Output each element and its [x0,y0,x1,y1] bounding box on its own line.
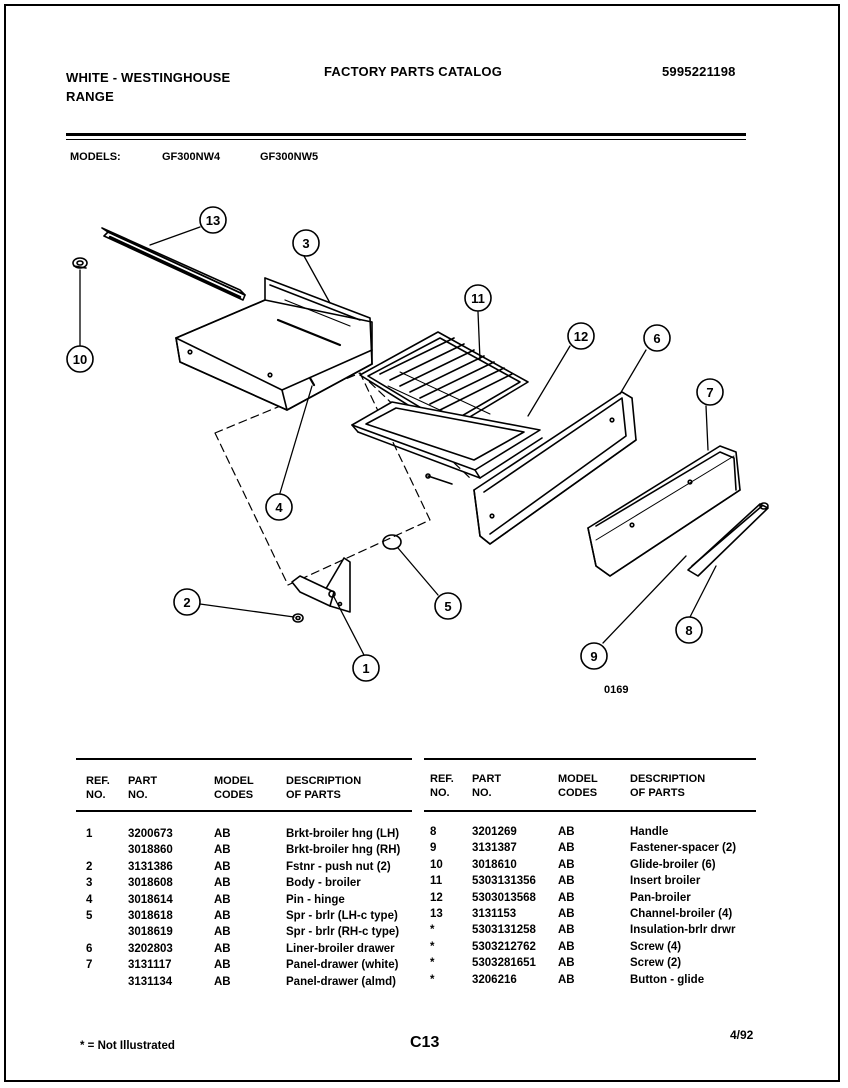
catalog-date: 4/92 [730,1028,754,1042]
figure-number: 0169 [604,684,629,696]
brand-line-2: RANGE [66,89,114,104]
models-label: MODELS: [70,151,121,163]
glide-part [72,257,88,269]
page-number: C13 [410,1034,440,1051]
callout-6 [643,324,671,352]
callout-circles [66,206,724,682]
callout-label: 6 [653,331,660,346]
brand-line-1: WHITE - WESTINGHOUSE [66,70,231,85]
hinge-pin-part [308,376,316,387]
callout-label: 2 [183,595,190,610]
broiler-pan-part [351,401,543,479]
page-border [4,4,840,1082]
header-rule-top [66,133,746,136]
exploded-parts-diagram: 1 2 3 4 5 6 7 8 9 10 11 12 13 [66,206,769,682]
drawer-panel-part [587,445,741,577]
model-2: GF300NW5 [260,151,319,163]
callout-label: 7 [706,385,713,400]
callout-label: 3 [302,236,309,251]
left-table-rule-top [76,758,412,760]
callout-5 [434,592,462,620]
col-ref-header: REF.NO. [86,775,110,801]
callout-8 [675,616,703,644]
right-table-rule-top [424,758,756,760]
callout-label: 12 [574,329,588,344]
catalog-title: FACTORY PARTS CATALOG [324,64,503,79]
model-1: GF300NW4 [162,151,221,163]
callout-label: 10 [73,352,87,367]
handle-part [687,502,769,577]
drawer-liner-part [425,391,637,545]
broiler-body-part [175,277,373,411]
channel-broiler-part [101,227,246,301]
not-illustrated-legend: * = Not Illustrated [80,1040,175,1052]
callout-4 [265,493,293,521]
callout-label: 4 [275,500,283,515]
callout-7 [696,378,724,406]
header-rule-bottom [66,139,746,140]
push-nut-part [292,613,304,623]
callout-label: 9 [590,649,597,664]
callout-1 [352,654,380,682]
right-table-rule-bottom [424,810,756,812]
callout-2 [173,588,201,616]
callout-13 [199,206,227,234]
callout-9 [580,642,608,670]
spring-part [382,534,402,550]
callout-12 [567,322,595,350]
callout-label: 8 [685,623,692,638]
callout-label: 13 [206,213,220,228]
left-table-rule-bottom [76,810,412,812]
callout-10 [66,345,94,373]
callout-label: 1 [362,661,369,676]
hinge-bracket-part [291,557,351,613]
catalog-number: 5995221198 [662,64,736,79]
callout-label: 5 [444,599,451,614]
leader-lines [79,226,717,656]
callout-11 [464,284,492,312]
col-ref-header: REF.NO. [430,773,454,799]
callout-label: 11 [471,291,485,306]
callout-3 [292,229,320,257]
